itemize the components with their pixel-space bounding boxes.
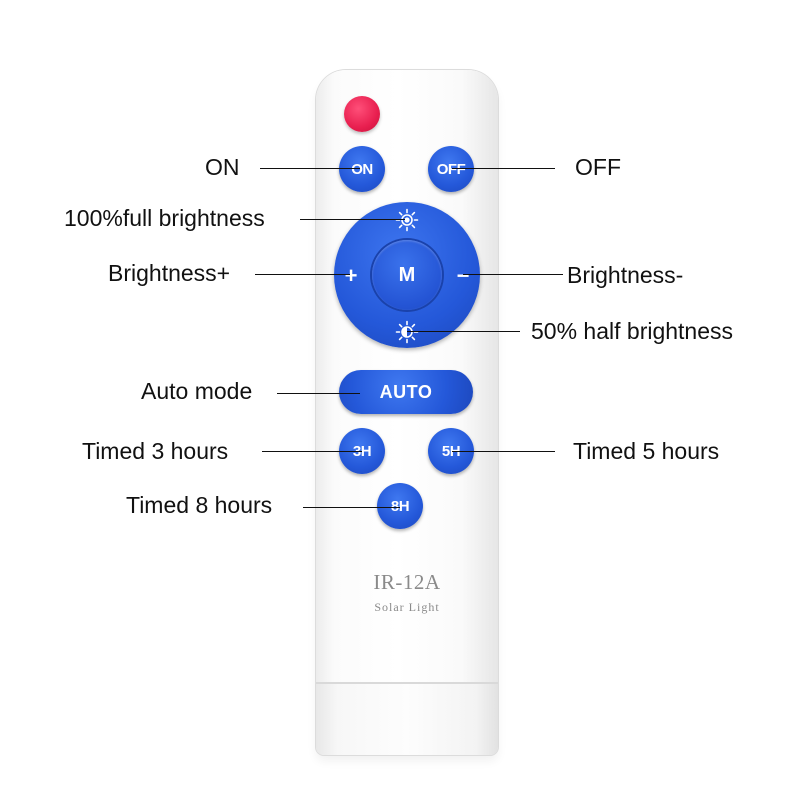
full-brightness-callout-label: 100%full brightness bbox=[64, 205, 265, 231]
timer-8h-callout-line bbox=[303, 507, 400, 509]
battery-cover bbox=[316, 684, 498, 755]
off-callout-label: OFF bbox=[575, 154, 621, 180]
timer-5h-callout-line bbox=[452, 451, 555, 453]
power-indicator-dot[interactable] bbox=[344, 96, 380, 132]
auto-button[interactable]: AUTO bbox=[339, 370, 473, 414]
brightness-minus-callout-line bbox=[463, 274, 563, 276]
timer-8h-button[interactable]: 8H bbox=[377, 483, 423, 529]
brightness-minus-button[interactable]: − bbox=[456, 263, 470, 288]
mode-button[interactable]: M bbox=[372, 240, 442, 310]
off-callout-line bbox=[452, 168, 555, 170]
auto-callout-label: Auto mode bbox=[141, 378, 253, 404]
half-brightness-callout-line bbox=[407, 331, 520, 333]
brightness-plus-callout-label: Brightness+ bbox=[108, 260, 231, 286]
model-label: IR-12A bbox=[373, 570, 441, 594]
brightness-minus-callout-label: Brightness- bbox=[567, 262, 684, 288]
on-callout-line bbox=[260, 168, 360, 170]
on-callout-label: ON bbox=[205, 154, 240, 180]
brightness-plus-button[interactable]: + bbox=[344, 263, 358, 288]
timer-5h-callout-label: Timed 5 hours bbox=[573, 438, 720, 464]
timer-8h-callout-label: Timed 8 hours bbox=[126, 492, 273, 518]
product-subtitle: Solar Light bbox=[374, 600, 440, 614]
auto-callout-line bbox=[277, 393, 360, 395]
battery-cover-seam bbox=[316, 682, 498, 684]
timer-3h-callout-line bbox=[262, 451, 362, 453]
half-brightness-callout-label: 50% half brightness bbox=[531, 318, 734, 344]
full-brightness-callout-line bbox=[300, 219, 405, 221]
brightness-plus-callout-line bbox=[255, 274, 350, 276]
timer-3h-callout-label: Timed 3 hours bbox=[82, 438, 229, 464]
